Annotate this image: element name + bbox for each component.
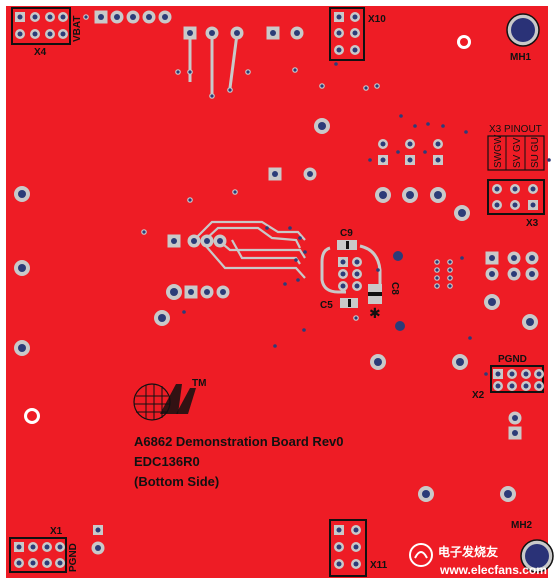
connector-x2: PGND X2 [472,354,544,401]
connector-x1: X1 PGND [9,526,79,573]
label-vbat: VBAT [72,16,83,42]
label-x11: X11 [370,560,388,571]
connector-x3: X3 [487,179,545,229]
board-copper [6,6,548,578]
label-sv: SV [512,154,523,168]
allegro-logo: TM [133,378,206,421]
transistor-top [175,26,251,99]
label-x3-pinout: X3 PINOUT [489,124,542,135]
label-su: SU [530,154,541,168]
x3-pinout-block: X3 PINOUT SWGW SV GV SU GU [487,124,551,171]
label-x4: X4 [34,47,47,58]
board-side: (Bottom Side) [134,474,219,489]
watermark: 电子发烧友 www.elecfans.com [409,543,547,577]
connector-x4: X4 VBAT [11,7,83,58]
label-x2: X2 [472,390,485,401]
label-tm: TM [192,378,206,389]
mounting-hole-mh2: MH2 [511,520,554,573]
connector-x11: X11 [329,519,388,577]
label-gu: GU [530,137,541,152]
board-code: EDC136R0 [134,454,200,469]
board-title: A6862 Demonstration Board Rev0 [134,434,344,449]
pin1-marker-icon: ✱ [369,305,381,321]
watermark-url: www.elecfans.com [439,563,547,577]
label-c8: C8 [389,282,400,295]
driver-ic-area: C9 C5 C8 ✱ [320,228,405,331]
label-gv: GV [512,137,523,152]
label-pgnd-left: PGND [68,543,79,572]
label-x10: X10 [368,14,386,25]
mounting-hole-mh1: MH1 [506,13,540,63]
label-mh1: MH1 [510,52,532,63]
label-mh2: MH2 [511,520,533,531]
label-x1: X1 [50,526,63,537]
label-x3: X3 [526,218,539,229]
label-swgw: SWGW [493,134,504,168]
connector-x10: X10 [329,7,386,66]
ic-pins-left [167,234,227,248]
label-pgnd-right: PGND [498,354,527,365]
watermark-text: 电子发烧友 [438,544,498,559]
label-c5: C5 [320,300,333,311]
label-c9: C9 [340,228,353,239]
